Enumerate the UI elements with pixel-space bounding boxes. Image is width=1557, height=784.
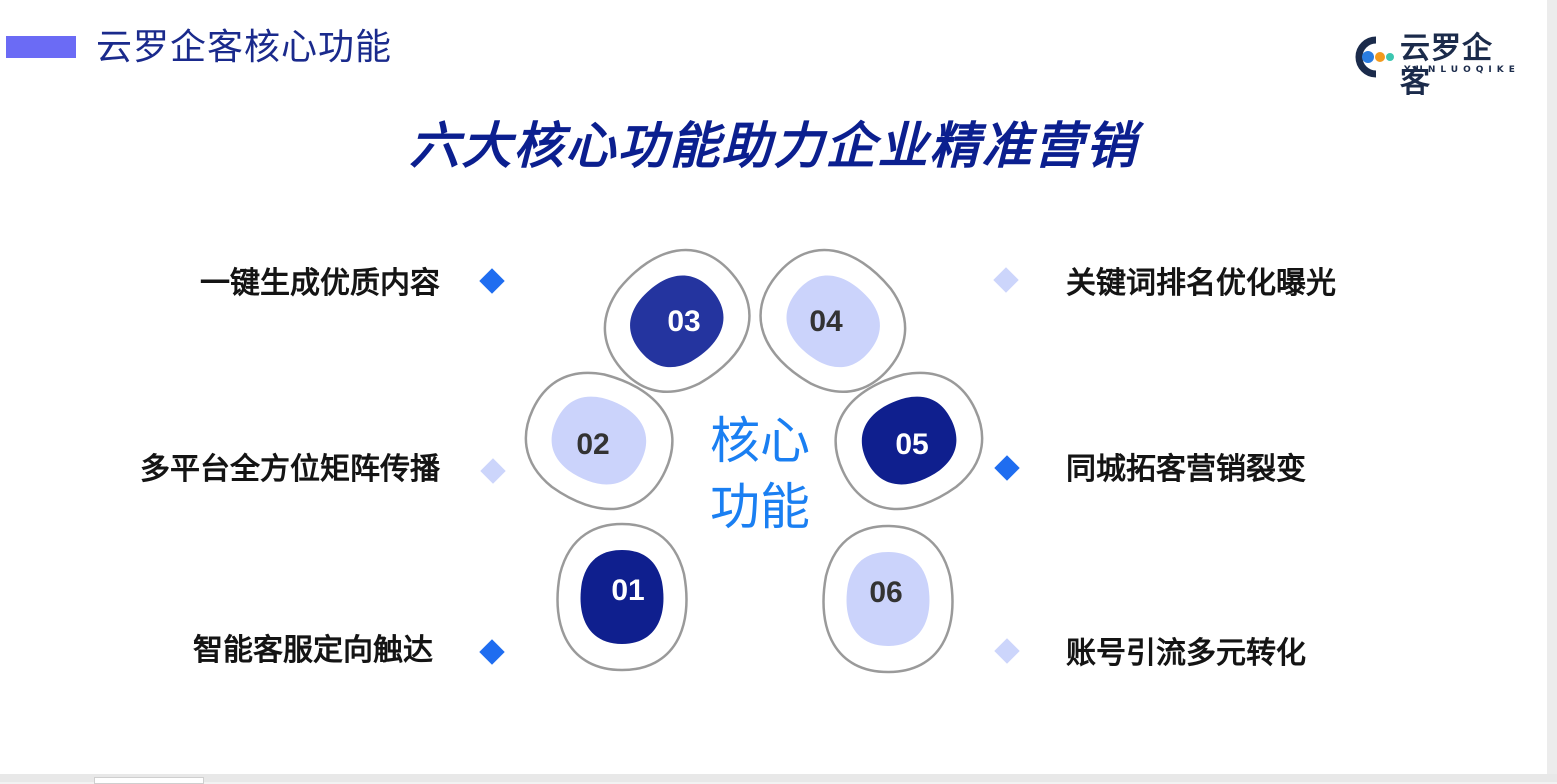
page-title: 云罗企客核心功能 (96, 27, 393, 68)
feature-right-3: 账号引流多元转化 (1066, 636, 1306, 671)
header-accent-bar (6, 36, 76, 58)
bottom-tab[interactable] (94, 777, 204, 784)
feature-right-1: 关键词排名优化曝光 (1066, 266, 1336, 301)
logo: 云罗企客 YUNLUOQIKE (1346, 32, 1516, 100)
main-heading: 六大核心功能助力企业精准营销 (409, 117, 1138, 175)
feature-right-2: 同城拓客营销裂变 (1066, 452, 1306, 487)
bottom-status-strip (0, 774, 1557, 782)
center-label-line1: 核心 (710, 412, 810, 470)
petal-03-number: 03 (667, 305, 700, 338)
feature-left-2: 多平台全方位矩阵传播 (140, 452, 440, 487)
petal-01-number: 01 (611, 574, 644, 607)
logo-mark-icon (1355, 36, 1394, 78)
feature-left-3: 智能客服定向触达 (193, 633, 433, 668)
petal-04-number: 04 (809, 305, 843, 338)
petal-02-number: 02 (576, 428, 609, 461)
logo-subtitle: YUNLUOQIKE (1404, 65, 1520, 75)
petal-05-number: 05 (895, 428, 928, 461)
center-label: 核心 功能 (690, 408, 830, 540)
petal-06-number: 06 (869, 576, 902, 609)
window-edge (1547, 0, 1557, 774)
center-label-line2: 功能 (710, 478, 810, 536)
logo-name: 云罗企客 (1400, 31, 1493, 100)
feature-left-1: 一键生成优质内容 (200, 266, 440, 301)
